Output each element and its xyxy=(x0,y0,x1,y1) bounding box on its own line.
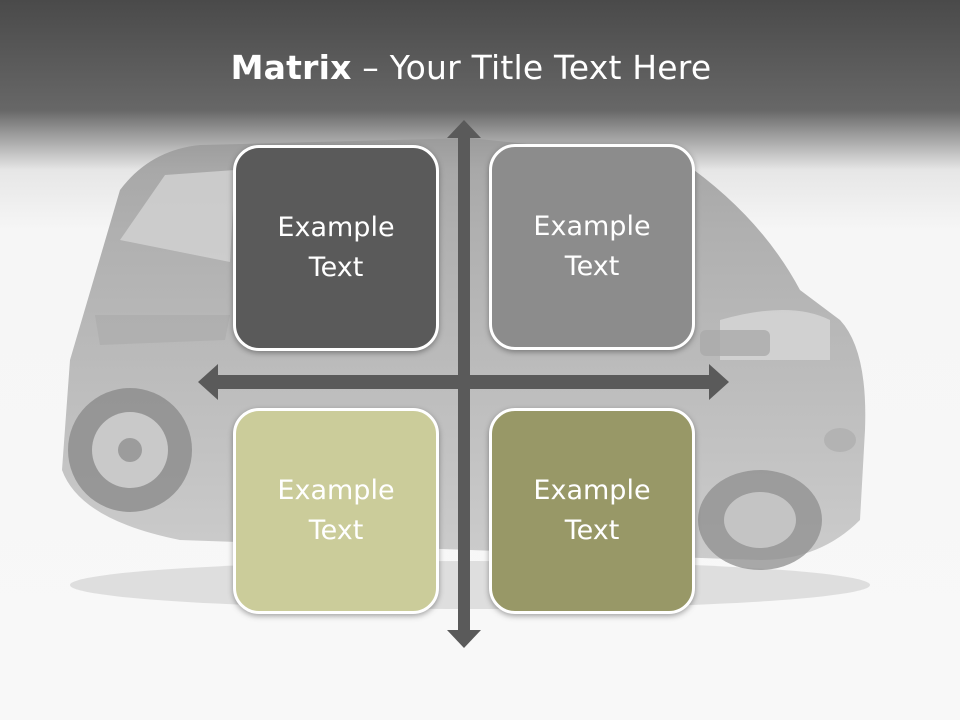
quadrant-top-right-label: Example Text xyxy=(533,211,651,282)
slide-title: Matrix – Your Title Text Here xyxy=(0,48,942,87)
slide-title-rest: – Your Title Text Here xyxy=(351,48,712,87)
arrow-right-icon xyxy=(709,364,729,400)
arrow-up-icon xyxy=(447,120,481,138)
arrow-down-icon xyxy=(447,630,481,648)
axis-arrows xyxy=(198,120,729,648)
quadrant-bottom-right[interactable]: Example Text xyxy=(489,408,695,614)
quadrant-top-right[interactable]: Example Text xyxy=(489,144,695,350)
arrow-left-icon xyxy=(198,364,218,400)
quadrant-bottom-right-label: Example Text xyxy=(533,475,651,546)
quadrant-bottom-left-label: Example Text xyxy=(277,475,395,546)
quadrant-bottom-left[interactable]: Example Text xyxy=(233,408,439,614)
slide-title-bold: Matrix xyxy=(230,48,352,87)
quadrant-top-left-label: Example Text xyxy=(277,212,395,283)
horizontal-axis xyxy=(214,375,712,389)
quadrant-top-left[interactable]: Example Text xyxy=(233,145,439,351)
